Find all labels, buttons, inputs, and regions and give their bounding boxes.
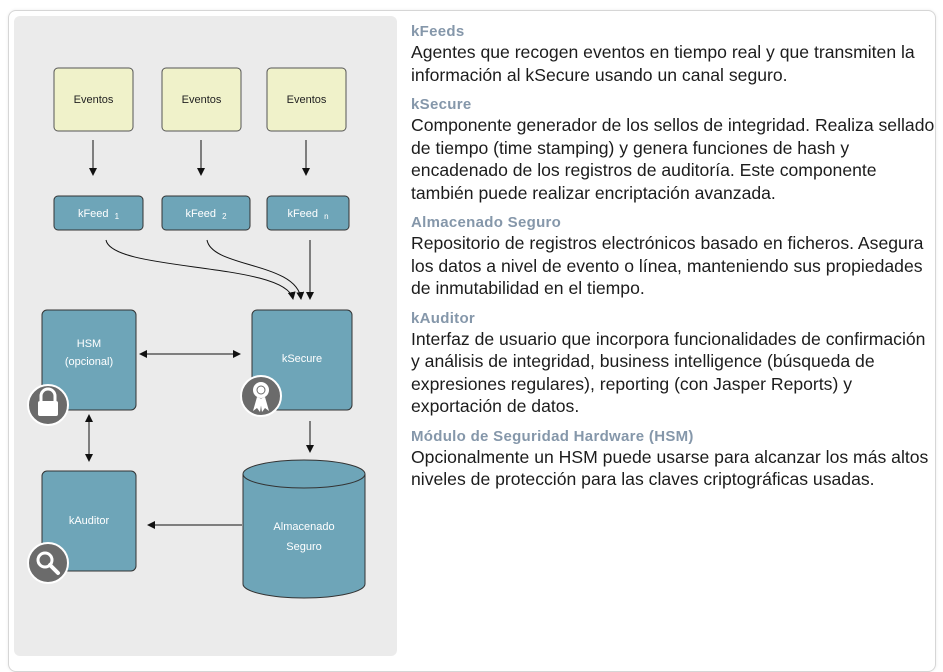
section-body: Interfaz de usuario que incorpora funcio… <box>411 328 926 417</box>
event-box-1: Eventos <box>53 67 134 132</box>
section-body: Componente generador de los sellos de in… <box>411 115 935 203</box>
section-body: Repositorio de registros electrónicos ba… <box>411 233 924 298</box>
kauditor-label: kAuditor <box>69 515 110 527</box>
event-label-2: Eventos <box>182 94 222 106</box>
section-hsm: Módulo de Seguridad Hardware (HSM) Opcio… <box>411 427 936 491</box>
svg-text:kFeed n: kFeed n <box>287 208 328 221</box>
kfeed-sub-2: 2 <box>222 212 227 221</box>
section-title: kSecure <box>411 96 472 113</box>
kfeed-box-2: kFeed 2 <box>161 195 251 231</box>
storage-label-2: Seguro <box>286 541 321 553</box>
storage-label-1: Almacenado <box>273 521 334 533</box>
lock-icon <box>27 384 69 426</box>
diagram-panel: Eventos Eventos Eventos kFeed 1 kFeed 2 <box>14 16 397 656</box>
description-panel: kFeeds Agentes que recogen eventos en ti… <box>411 22 936 500</box>
award-ribbon-icon <box>240 375 282 417</box>
hsm-optional-label: (opcional) <box>65 356 113 368</box>
kfeed-sub-1: 1 <box>115 212 120 221</box>
kfeed-box-3: kFeed n <box>266 195 350 231</box>
kauditor-box: kAuditor <box>41 470 137 572</box>
event-label-3: Eventos <box>287 94 327 106</box>
architecture-diagram: Eventos Eventos Eventos kFeed 1 kFeed 2 <box>27 67 366 599</box>
svg-text:kFeed 2: kFeed 2 <box>185 208 227 221</box>
kfeed-label-2: kFeed <box>185 208 216 220</box>
arrow-feed1-ksecure <box>105 239 296 300</box>
hsm-box: HSM (opcional) <box>41 309 137 411</box>
event-box-3: Eventos <box>266 67 347 132</box>
hsm-label: HSM <box>77 338 101 350</box>
section-title: Módulo de Seguridad Hardware (HSM) <box>411 427 694 445</box>
section-kfeeds: kFeeds Agentes que recogen eventos en ti… <box>411 22 936 86</box>
section-kauditor: kAuditor Interfaz de usuario que incorpo… <box>411 309 936 418</box>
section-body: Agentes que recogen eventos en tiempo re… <box>411 42 915 85</box>
section-title: kAuditor <box>411 309 476 327</box>
kfeed-sub-3: n <box>324 212 328 221</box>
magnifier-icon <box>27 542 69 584</box>
kfeed-label-3: kFeed <box>287 208 318 220</box>
section-body: Opcionalmente un HSM puede usarse para a… <box>411 446 929 490</box>
ksecure-label: kSecure <box>282 353 322 365</box>
storage-cylinder: Almacenado Seguro <box>242 459 366 599</box>
kfeed-label-1: kFeed <box>78 208 109 220</box>
section-ksecure: kSecure Componente generador de los sell… <box>411 95 936 204</box>
svg-text:kFeed 1: kFeed 1 <box>78 208 120 221</box>
kfeed-box-1: kFeed 1 <box>53 195 144 231</box>
section-title: Almacenado Seguro <box>411 214 562 231</box>
arrow-feed2-ksecure <box>206 239 305 300</box>
event-label-1: Eventos <box>74 94 114 106</box>
section-title: kFeeds <box>411 23 465 40</box>
event-box-2: Eventos <box>161 67 242 132</box>
section-almacenado-seguro: Almacenado Seguro Repositorio de registr… <box>411 213 936 300</box>
